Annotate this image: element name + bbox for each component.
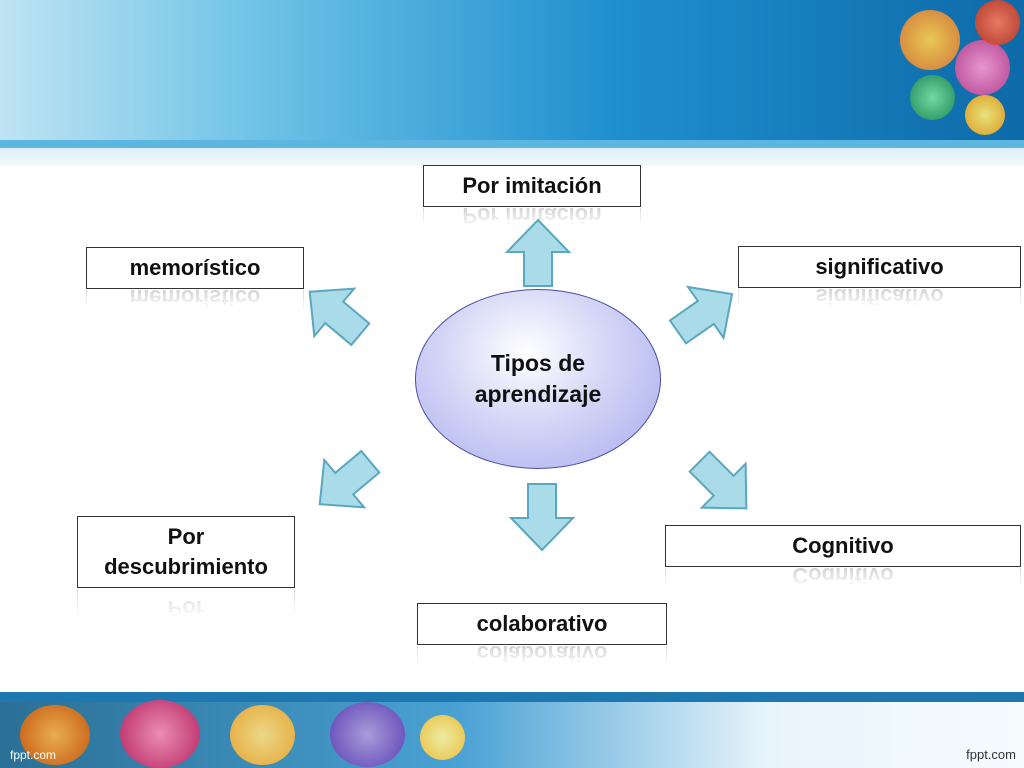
decorative-bubble	[20, 705, 90, 765]
arrow-down-left-icon	[296, 434, 395, 533]
node-reflection: Cognitivo	[665, 568, 1021, 596]
node-por-descubrimiento: Por descubrimiento	[77, 516, 295, 588]
center-label-line1: Tipos de	[490, 350, 586, 376]
node-cognitivo: Cognitivo	[665, 525, 1021, 567]
reflection-label: Cognitivo	[792, 568, 894, 588]
reflection-label: descubrimiento	[104, 589, 268, 593]
arrow-down-icon	[507, 482, 577, 552]
node-label: significativo	[815, 254, 944, 279]
decorative-bubble	[910, 75, 955, 120]
node-label: Cognitivo	[792, 533, 894, 558]
node-reflection: Por descubrimiento	[77, 589, 295, 629]
node-memoristico: memorístico	[86, 247, 304, 289]
node-label-line1: Por	[167, 524, 205, 549]
node-label: colaborativo	[476, 611, 608, 636]
decorative-bubble	[965, 95, 1005, 135]
arrow-up-left-icon	[286, 264, 385, 363]
node-reflection: significativo	[738, 289, 1021, 317]
reflection-label: memorístico	[129, 290, 261, 310]
header-shadow	[0, 148, 1024, 166]
center-node: Tipos de aprendizaje	[415, 289, 661, 469]
header-band	[0, 0, 1024, 140]
node-label: Por imitación	[462, 173, 602, 198]
arrow-up-icon	[503, 218, 573, 288]
reflection-label: colaborativo	[476, 646, 608, 666]
reflection-label: significativo	[815, 289, 944, 309]
reflection-label: Por	[167, 596, 205, 621]
node-significativo: significativo	[738, 246, 1021, 288]
node-reflection: colaborativo	[417, 646, 667, 674]
header-strip	[0, 140, 1024, 148]
decorative-bubble	[230, 705, 295, 765]
node-colaborativo: colaborativo	[417, 603, 667, 645]
decorative-bubble	[975, 0, 1020, 45]
arrow-up-right-icon	[656, 264, 753, 361]
decorative-bubble	[120, 700, 200, 768]
node-label: memorístico	[129, 255, 261, 280]
decorative-bubble	[330, 702, 405, 767]
node-label-line2: descubrimiento	[104, 554, 268, 579]
center-label-line2: aprendizaje	[474, 381, 602, 407]
arrow-down-right-icon	[674, 436, 773, 535]
footer-watermark: fppt.com	[10, 748, 57, 762]
footer-credit: fppt.com	[966, 747, 1016, 762]
decorative-bubble	[420, 715, 465, 760]
decorative-bubble	[900, 10, 960, 70]
node-por-imitacion: Por imitación	[423, 165, 641, 207]
decorative-bubble	[955, 40, 1010, 95]
footer-strip	[0, 692, 1024, 702]
node-reflection: memorístico	[86, 290, 304, 318]
